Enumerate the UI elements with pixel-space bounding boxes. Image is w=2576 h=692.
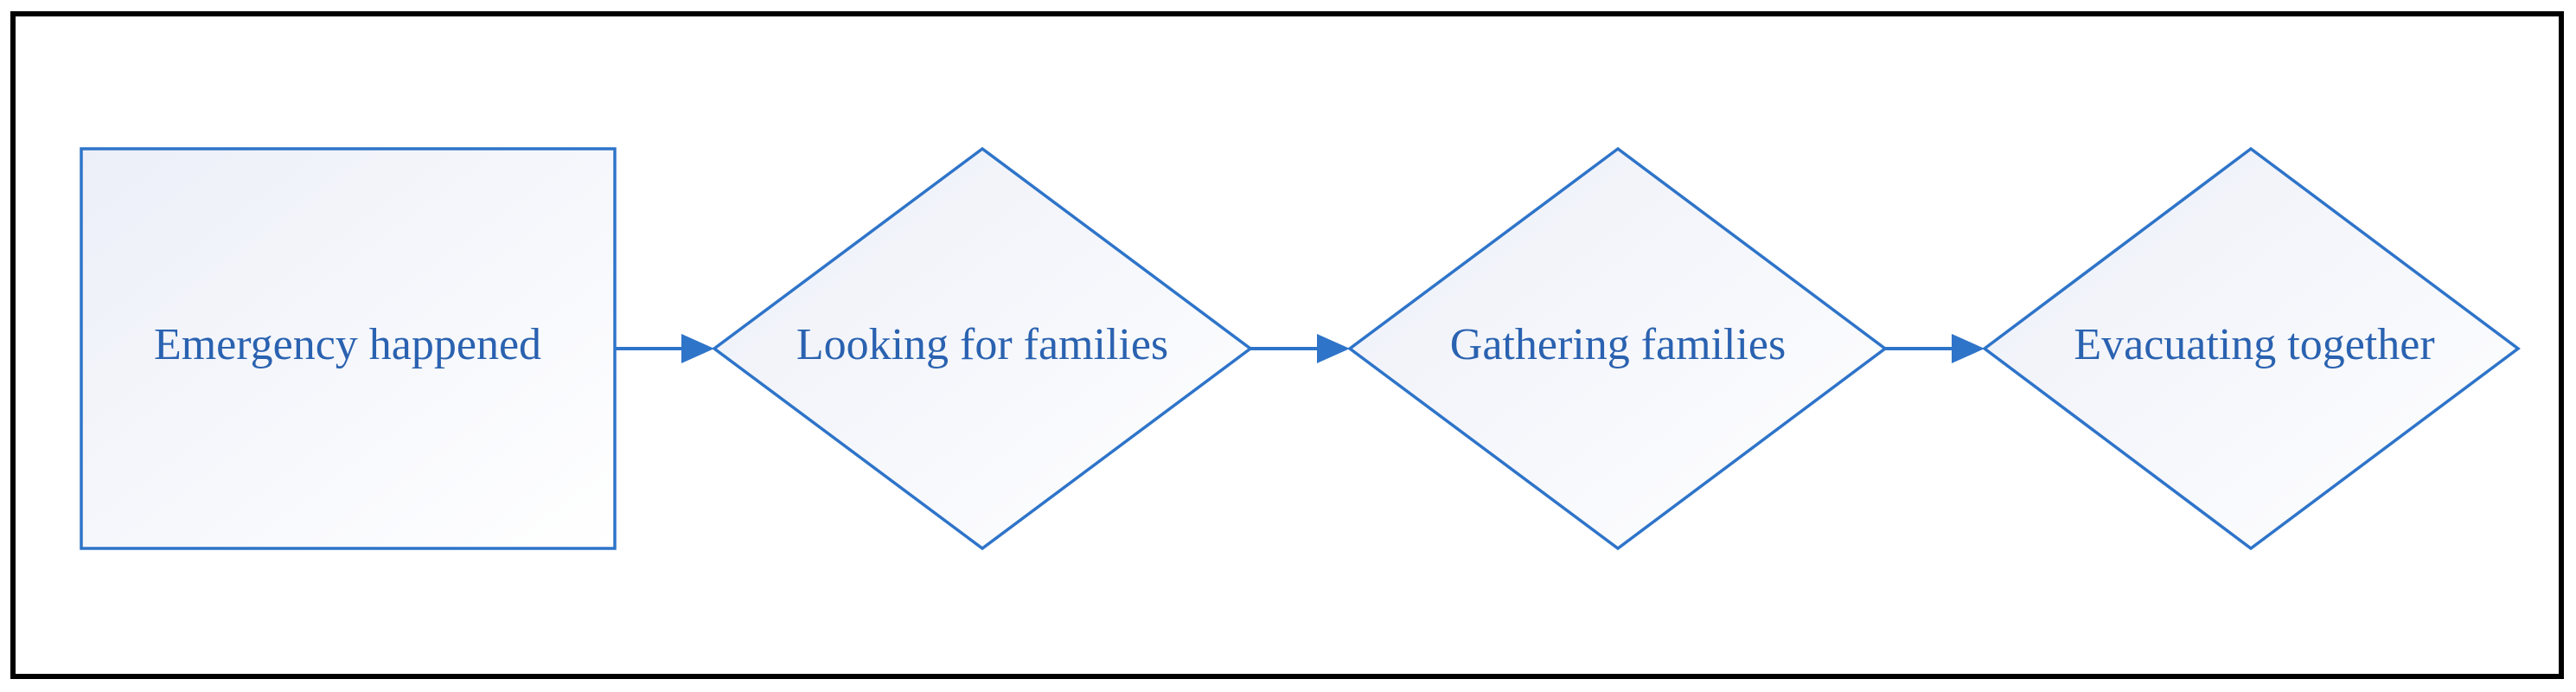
decision-node-gathering: Gathering families bbox=[1347, 146, 1888, 551]
flow-arrow bbox=[615, 334, 714, 363]
flow-arrow bbox=[1250, 334, 1350, 363]
decision-node-evacuating: Evacuating together bbox=[1982, 146, 2521, 551]
decision-node-looking: Looking for families bbox=[712, 146, 1253, 551]
node-label: Looking for families bbox=[796, 320, 1168, 369]
node-label: Emergency happened bbox=[154, 320, 541, 369]
node-label: Gathering families bbox=[1450, 320, 1786, 369]
node-label: Evacuating together bbox=[2074, 320, 2434, 369]
process-node-emergency: Emergency happened bbox=[80, 147, 617, 550]
flow-arrow bbox=[1885, 334, 1985, 363]
